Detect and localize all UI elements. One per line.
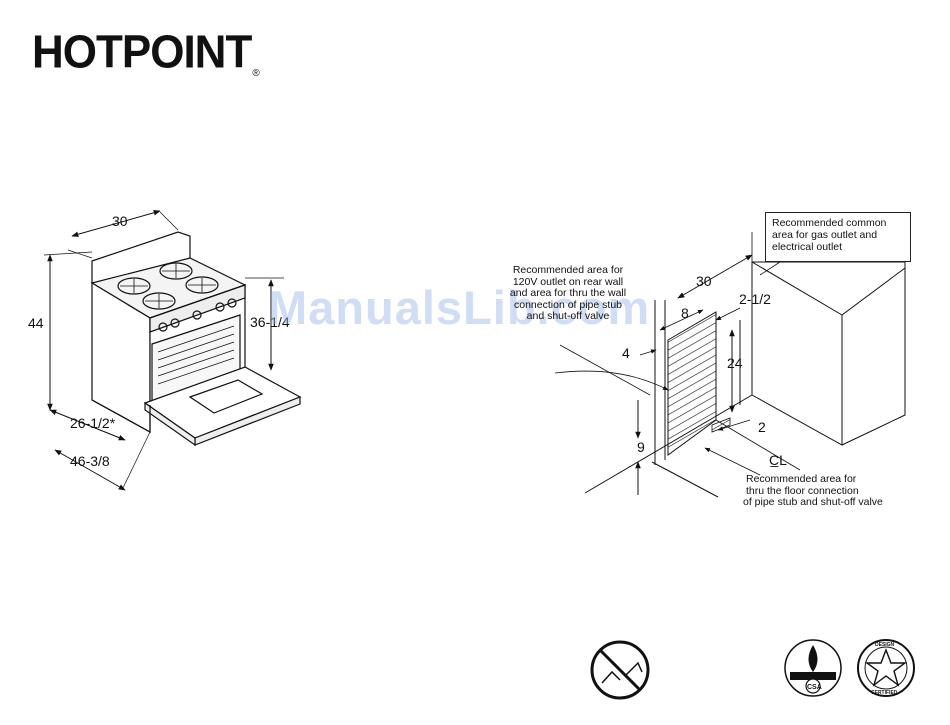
range-dimension-lines (43, 210, 284, 491)
note-line: area for gas outlet and (772, 229, 878, 241)
csa-text: CSA (807, 684, 822, 691)
range-depth-open-label: 46-3/8 (70, 453, 110, 469)
note-line: of pipe stub and shut-off valve (743, 496, 883, 508)
note-line: and shut-off valve (526, 310, 610, 322)
recommended-area-hatch (667, 311, 717, 456)
floor-area-hatch (711, 417, 731, 433)
range-width-label: 30 (112, 213, 128, 229)
design-text: DESIGN (875, 642, 895, 648)
note-line: Recommended area for (512, 264, 624, 276)
range-height-label: 44 (28, 315, 44, 331)
zone-height-label: 24 (727, 355, 743, 371)
certified-text: CERTIFIED (871, 690, 898, 696)
brand-name: HOTPOINT (32, 26, 252, 79)
install-right-label: 2 (758, 419, 766, 435)
install-offset-label: 8 (681, 305, 689, 321)
side-clearance-label: 2-1/2 (739, 291, 771, 307)
centerline-label: C̲L (769, 452, 787, 468)
floor-dim-label: 9 (637, 439, 645, 455)
registered-mark: ® (252, 67, 259, 80)
gas-electric-note: Recommended common area for gas outlet a… (765, 212, 911, 262)
hotpoint-logo: HOTPOINT® (32, 26, 260, 80)
range-illustration (90, 231, 302, 447)
note-line: Recommended common (772, 217, 887, 229)
note-line: 120V outlet on rear wall (512, 275, 624, 288)
note-line: connection of pipe stub (514, 298, 622, 311)
no-tip-over-icon (590, 640, 650, 700)
csa-flame-certification-icon: CSA (784, 639, 842, 697)
note-line: electrical outlet (772, 241, 843, 253)
watermark: ManualsLib.com (268, 281, 651, 334)
installation-diagram (554, 232, 906, 498)
note-line: and area for thru the wall (509, 287, 627, 299)
install-width-label: 30 (696, 273, 712, 289)
range-depth-label: 26-1/2* (70, 415, 116, 431)
floor-connection-note: Recommended area for thru the floor conn… (743, 473, 883, 509)
note-line: Recommended area for (746, 473, 857, 485)
cooktop-height-label: 36-1/4 (250, 314, 290, 330)
install-left-label: 4 (622, 345, 630, 361)
wall-outlet-note: Recommended area for 120V outlet on rear… (503, 264, 633, 323)
note-line: thru the floor connection (746, 484, 859, 497)
design-certified-star-icon: DESIGN CERTIFIED (857, 639, 915, 697)
